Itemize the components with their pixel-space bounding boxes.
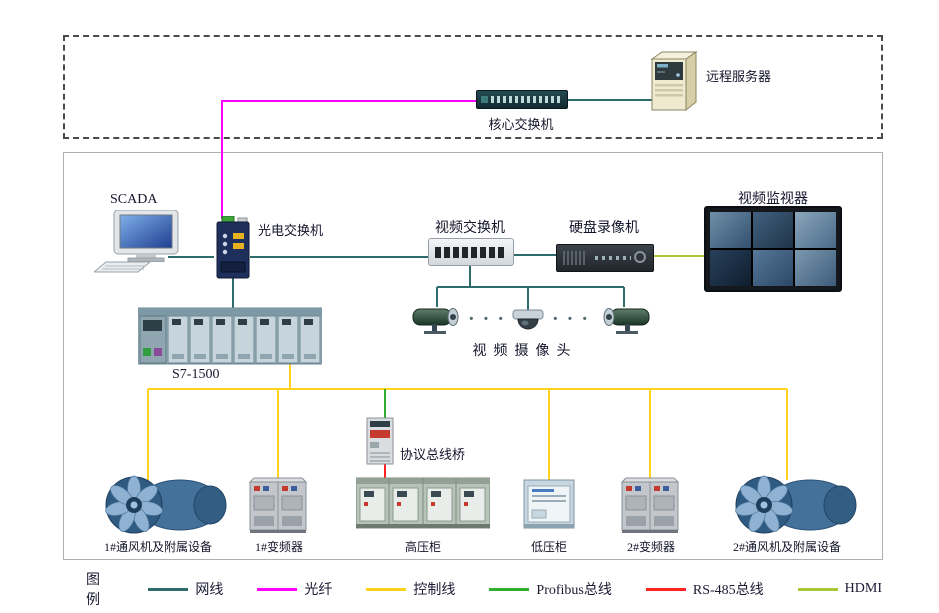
switch-ports bbox=[491, 96, 561, 103]
lv-cabinet-device bbox=[522, 476, 576, 537]
legend-label: RS-485总线 bbox=[692, 583, 764, 598]
fiber-line-swatch bbox=[257, 587, 298, 591]
core-switch-label: 核心交换机 bbox=[488, 117, 554, 132]
camera-ellipsis: ··· bbox=[552, 308, 597, 330]
fan-1-label: 1#通风机及附属设备 bbox=[103, 540, 212, 554]
dvr-buttons bbox=[595, 256, 631, 260]
cctv-tile bbox=[710, 250, 751, 286]
dvr-device bbox=[556, 244, 654, 272]
remote-server-label: 远程服务器 bbox=[706, 69, 772, 84]
protocol-bridge-label: 协议总线桥 bbox=[400, 447, 466, 462]
cctv-tile bbox=[795, 212, 836, 248]
switch-uplink-port bbox=[481, 96, 488, 103]
dvr-knob bbox=[634, 251, 646, 263]
optical-switch-label: 光电交换机 bbox=[258, 223, 324, 238]
hv-cabinet-label: 高压柜 bbox=[404, 540, 441, 554]
hdmi-line-swatch bbox=[797, 587, 838, 591]
remote-server-device bbox=[646, 50, 700, 119]
plc-s7-1500-device bbox=[137, 306, 323, 371]
profibus-line-swatch bbox=[489, 587, 530, 591]
dvr-vents bbox=[563, 251, 587, 265]
scada-workstation-device bbox=[92, 209, 184, 281]
scada-label: SCADA bbox=[110, 192, 158, 207]
legend-label: HDMI bbox=[844, 581, 882, 596]
plc-label: S7-1500 bbox=[172, 367, 220, 382]
core-switch-device bbox=[476, 90, 568, 109]
camera-ellipsis: ··· bbox=[468, 308, 513, 330]
cctv-tile bbox=[752, 250, 794, 286]
video-monitor-device bbox=[704, 206, 842, 292]
legend-label: 网线 bbox=[195, 583, 224, 598]
legend: 图 例 网线 光纤 控制线 Profibus总线 RS-485总线 HDMI bbox=[86, 569, 916, 609]
dome-camera-device bbox=[511, 309, 545, 340]
lv-cabinet-label: 低压柜 bbox=[530, 540, 567, 554]
local-zone-frame bbox=[63, 152, 883, 560]
inverter-2-label: 2#变频器 bbox=[626, 540, 675, 554]
cctv-tile bbox=[710, 212, 751, 248]
cctv-tile bbox=[752, 212, 794, 248]
inverter-1-device bbox=[246, 476, 310, 539]
remote-zone-frame bbox=[63, 35, 883, 139]
legend-item-fiber: 光纤 bbox=[257, 579, 332, 599]
bullet-camera-left-device bbox=[410, 302, 464, 341]
cctv-grid bbox=[710, 212, 836, 286]
rs485-line-swatch bbox=[645, 587, 686, 591]
cameras-label: 视频摄像头 bbox=[472, 344, 578, 359]
legend-title: 图 例 bbox=[86, 573, 100, 608]
fan-2-label: 2#通风机及附属设备 bbox=[732, 540, 841, 554]
legend-item-profibus: Profibus总线 bbox=[489, 579, 612, 599]
legend-label: 光纤 bbox=[304, 583, 333, 598]
network-line-swatch bbox=[148, 587, 189, 591]
bullet-camera-right-device bbox=[598, 302, 652, 341]
switch-ports bbox=[435, 247, 507, 258]
inverter-1-label: 1#变频器 bbox=[254, 540, 303, 554]
legend-item-hdmi: HDMI bbox=[797, 581, 882, 597]
control-line-swatch bbox=[366, 587, 407, 591]
fiber-line bbox=[221, 100, 476, 219]
protocol-bridge-device bbox=[366, 417, 394, 470]
legend-item-rs485: RS-485总线 bbox=[645, 579, 764, 599]
optical-switch-device bbox=[212, 215, 254, 285]
video-switch-device bbox=[428, 238, 514, 266]
video-monitor-label: 视频监视器 bbox=[738, 192, 808, 207]
dvr-label: 硬盘录像机 bbox=[569, 221, 639, 236]
legend-item-network: 网线 bbox=[148, 579, 223, 599]
hv-cabinet-device bbox=[355, 474, 491, 539]
legend-item-control: 控制线 bbox=[366, 579, 455, 599]
fan-1-device bbox=[82, 474, 232, 541]
video-switch-label: 视频交换机 bbox=[435, 221, 505, 236]
legend-label: 控制线 bbox=[413, 583, 456, 598]
inverter-2-device bbox=[618, 476, 682, 539]
fan-2-device bbox=[712, 474, 862, 541]
legend-label: Profibus总线 bbox=[536, 583, 612, 598]
cctv-tile bbox=[795, 250, 836, 286]
